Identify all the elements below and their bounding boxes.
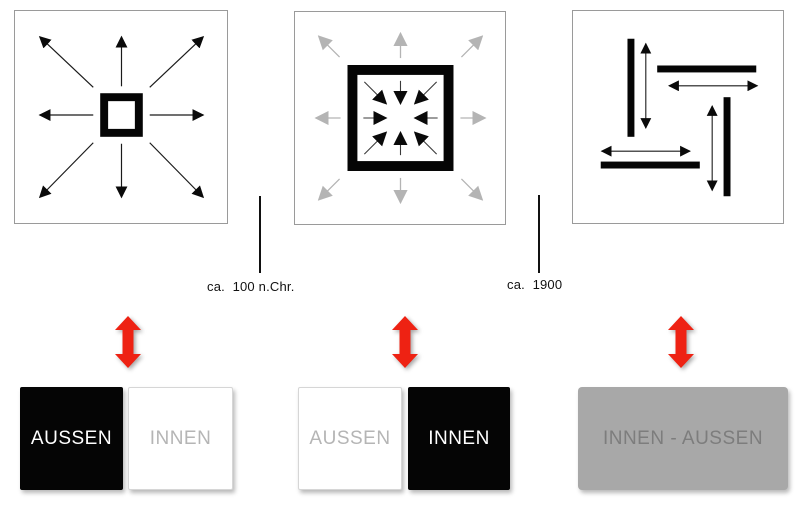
double-headed-arrows	[600, 42, 759, 192]
diagram-panel-inward	[294, 11, 506, 225]
small-square-outline	[100, 93, 143, 137]
outward-gray-arrows	[314, 31, 487, 205]
innen-box-black: INNEN	[408, 387, 510, 490]
timeline-tick-2	[538, 195, 540, 273]
timeline-label-1900: ca. 1900	[507, 277, 563, 292]
innen-aussen-box-gray: INNEN - AUSSEN	[578, 387, 788, 490]
inward-black-arrows	[363, 80, 438, 156]
arrows-radiating-outward-icon	[38, 35, 205, 199]
diagram-panel-outward	[14, 10, 228, 224]
red-vertical-double-arrow-icon	[115, 316, 141, 368]
pinwheel-bars-double-arrows-icon	[600, 38, 759, 197]
diagram-panel-sliding	[572, 10, 784, 224]
innen-box-white: INNEN	[128, 387, 233, 490]
arrows-converging-inward-icon	[314, 31, 487, 205]
timeline-tick-1	[259, 196, 261, 273]
timeline-label-100nchr: ca. 100 n.Chr.	[207, 279, 295, 294]
black-bars	[600, 38, 757, 197]
aussen-box-white: AUSSEN	[298, 387, 402, 490]
aussen-box-black: AUSSEN	[20, 387, 123, 490]
red-vertical-double-arrow-icon	[392, 316, 418, 368]
red-vertical-double-arrow-icon	[668, 316, 694, 368]
